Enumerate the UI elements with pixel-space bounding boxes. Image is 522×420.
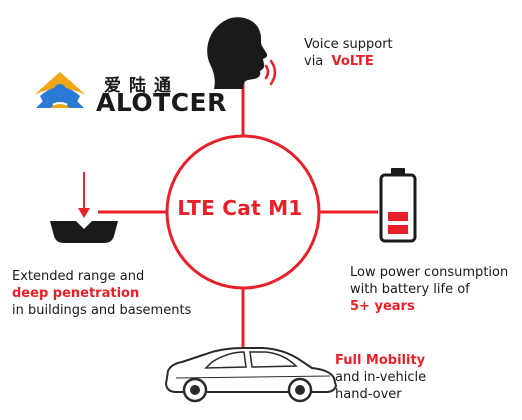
mobility-feature: Full Mobility and in-vehicle hand-over [335, 352, 426, 403]
deep-penetration-icon [50, 172, 118, 243]
speaking-head-icon [207, 17, 277, 89]
mobility-line2: and in-vehicle [335, 370, 427, 385]
center-circle [165, 134, 321, 290]
logo-chinese-name: 爱陆通 [104, 76, 179, 96]
power-line2: with battery life of [350, 282, 470, 297]
power-feature: Low power consumption with battery life … [350, 264, 508, 315]
voice-line2: via VoLTE [304, 53, 393, 70]
voice-feature: Voice support via VoLTE [304, 36, 393, 70]
battery-life-highlight: 5+ years [350, 299, 415, 314]
car-icon [164, 347, 338, 403]
full-mobility-highlight: Full Mobility [335, 353, 426, 368]
coverage-line3: in buildings and basements [12, 303, 192, 318]
logo-english-name: ALOTCER [96, 88, 227, 117]
center-label: LTE Cat M1 [177, 196, 303, 220]
coverage-line1: Extended range and [12, 269, 145, 284]
volte-highlight: VoLTE [331, 54, 374, 69]
battery-icon [379, 168, 417, 243]
coverage-feature: Extended range and deep penetration in b… [12, 268, 191, 319]
power-line1: Low power consumption [350, 265, 509, 280]
mobility-line3: hand-over [335, 387, 402, 402]
voice-line1: Voice support [304, 37, 393, 52]
deep-penetration-highlight: deep penetration [12, 286, 140, 301]
voice-line2-prefix: via [304, 54, 324, 69]
alotcer-logo-icon [34, 72, 86, 108]
